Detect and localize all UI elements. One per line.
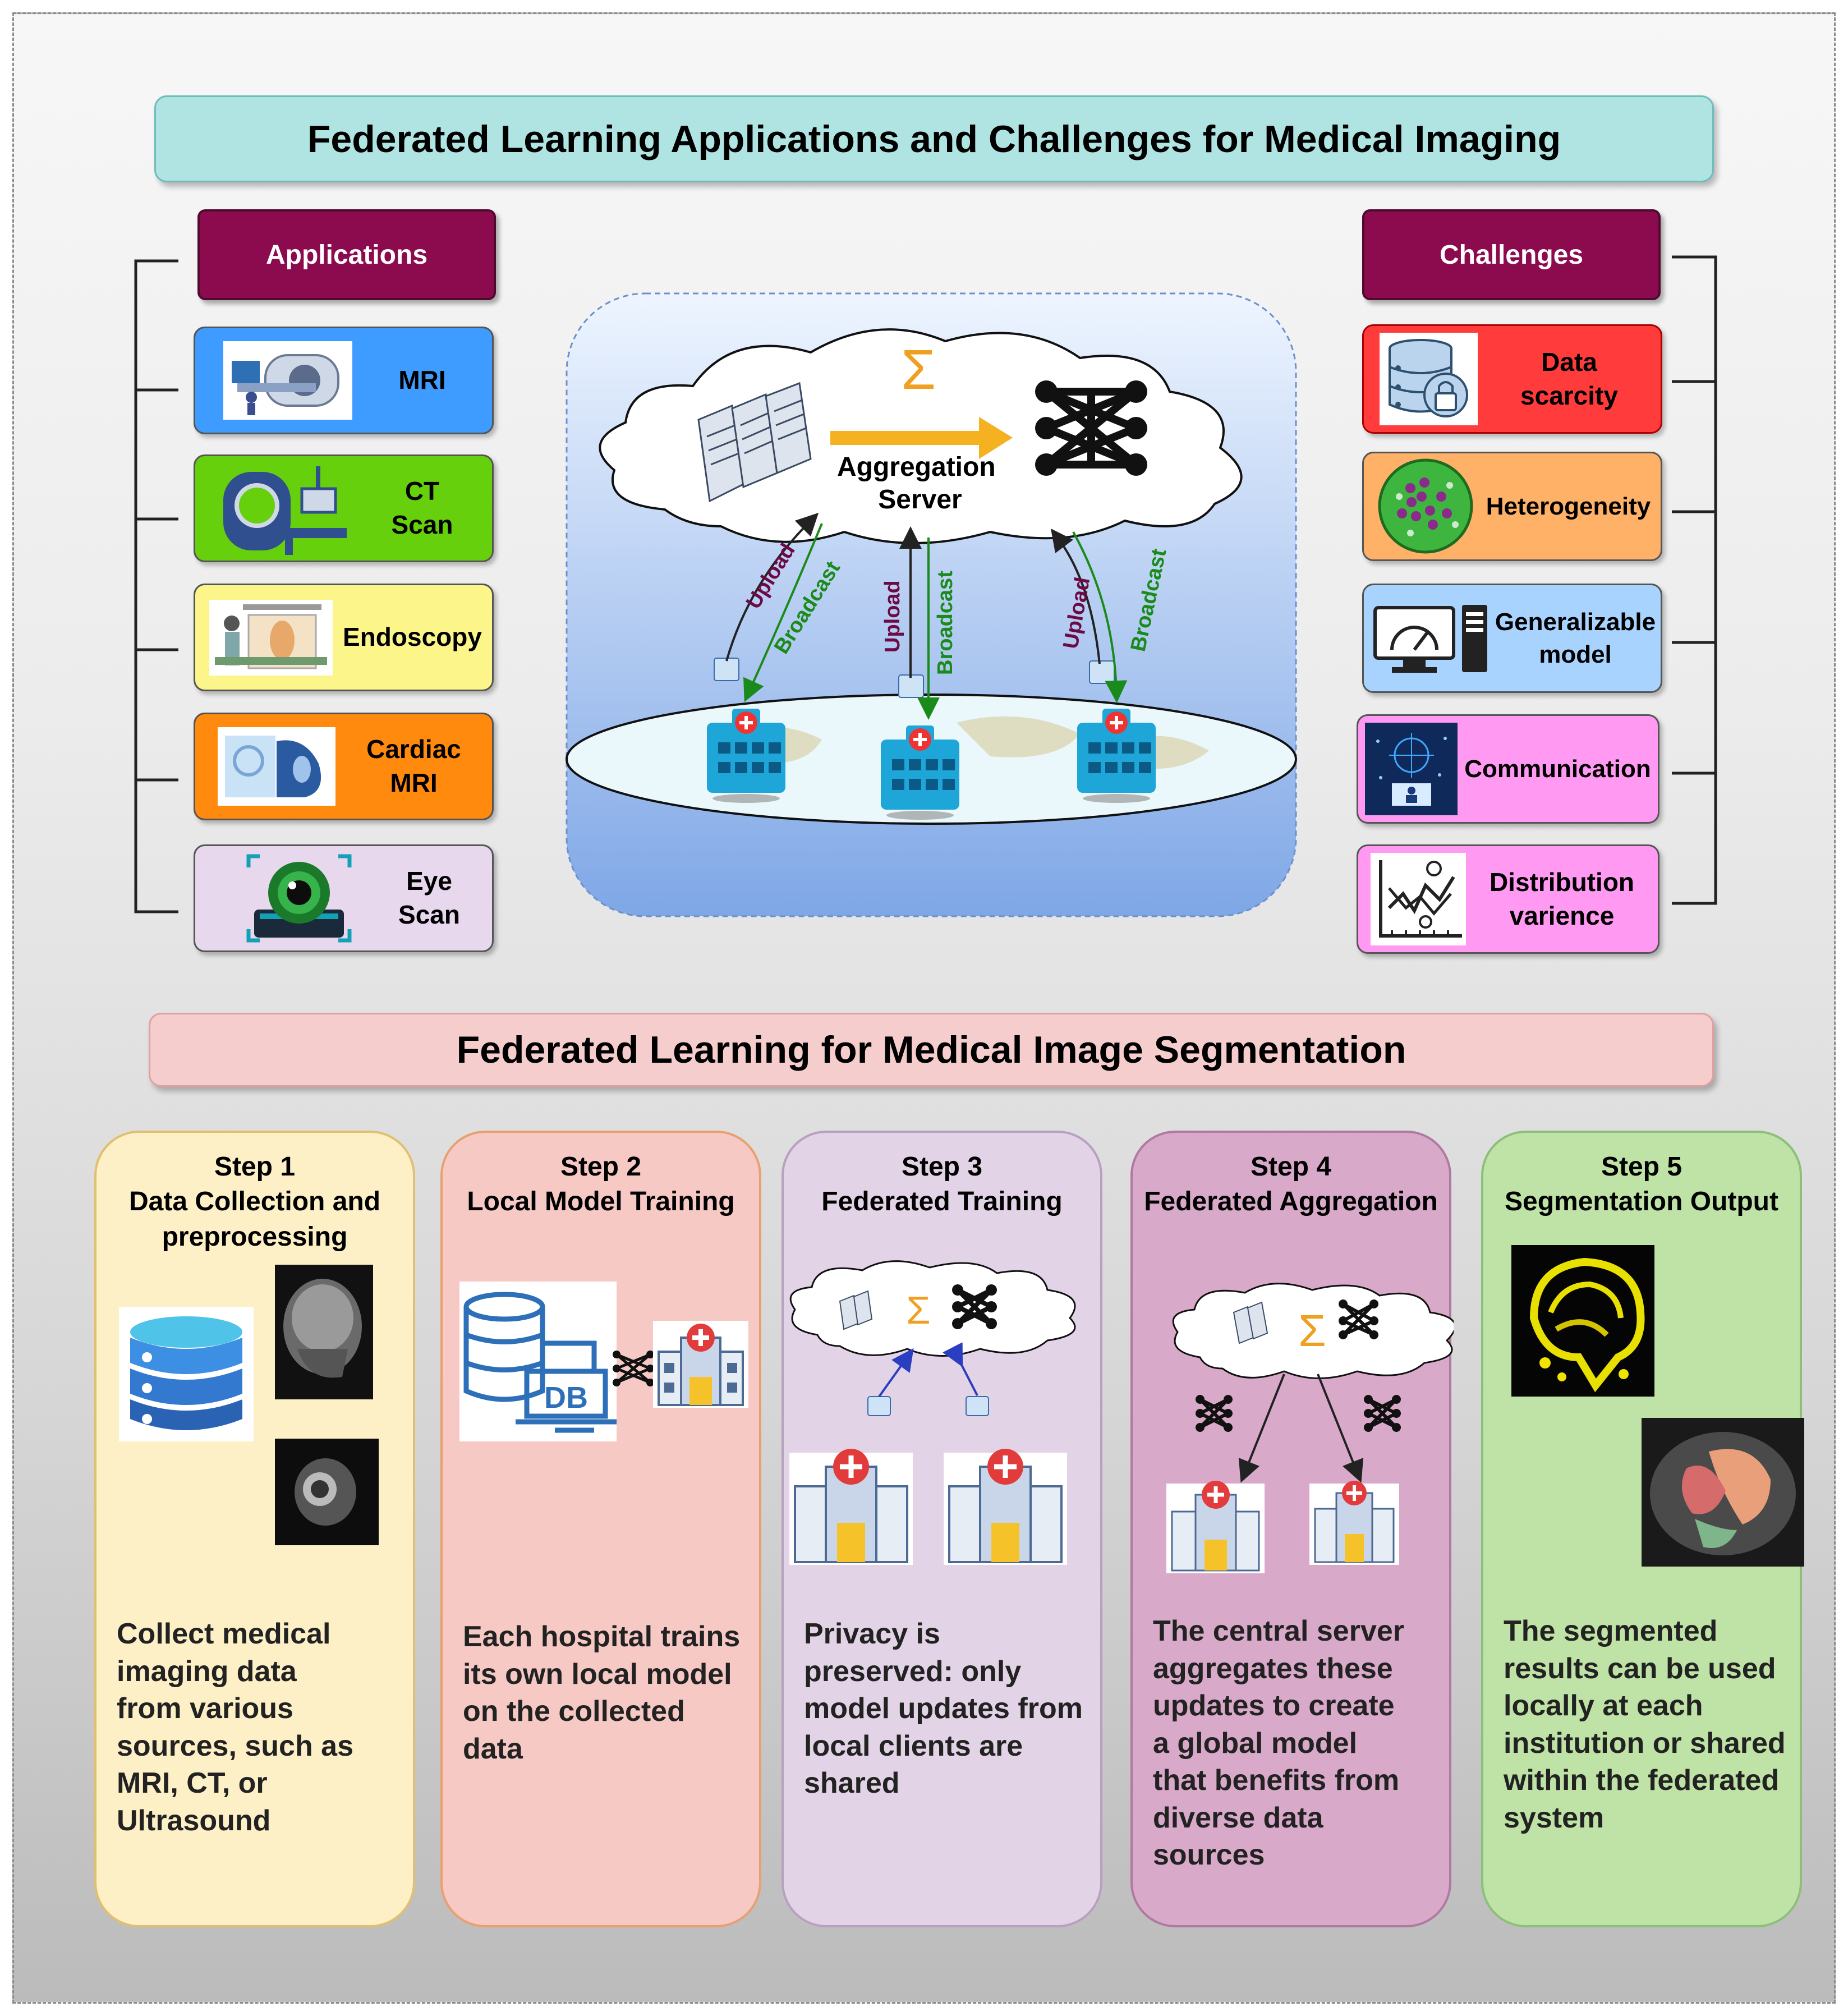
hospital-building-icon	[944, 1449, 1067, 1565]
hospital-building-icon	[1166, 1481, 1265, 1573]
challenge-label: Data scarcity	[1520, 347, 1618, 410]
step-3-card: Step 3 Federated Training Σ	[782, 1131, 1102, 1927]
server-rack-icon	[697, 382, 812, 503]
broadcast-label: Broadcast	[934, 571, 957, 675]
federated-aggregation-diagram: Σ	[1166, 1283, 1454, 1573]
database-lock-icon	[1380, 333, 1478, 425]
federated-training-diagram: Σ	[789, 1260, 1076, 1565]
hospital-icon-2	[881, 725, 959, 820]
application-label: Cardiac MRI	[366, 734, 461, 797]
mri-scanner-icon	[223, 341, 352, 420]
step-description: Privacy is preserved: only model updates…	[804, 1618, 1083, 1800]
step-title: Step 3 Federated Training	[821, 1152, 1063, 1217]
database-icon	[119, 1307, 254, 1441]
endoscopy-icon	[209, 599, 333, 676]
sigma-symbol: Σ	[906, 1288, 930, 1332]
applications-header: Applications	[197, 209, 496, 300]
step-title: Step 5 Segmentation Output	[1505, 1152, 1778, 1217]
step-5-card: Step 5 Segmentation Output The segmented…	[1481, 1131, 1804, 1927]
aggregation-server-label: Aggregation Server	[837, 452, 1003, 515]
sigma-symbol: Σ	[1298, 1306, 1326, 1356]
challenge-label: Generalizable model	[1495, 608, 1656, 668]
challenge-card-distribution-varience: Distribution varience	[1357, 844, 1659, 954]
upload-label: Upload	[881, 580, 904, 653]
application-label: Eye Scan	[398, 866, 460, 929]
model-update-icon	[714, 658, 1115, 698]
step-description: The central server aggregates these upda…	[1153, 1615, 1405, 1872]
challenge-label: Distribution varience	[1489, 867, 1635, 930]
segmented-brain-image	[1511, 1245, 1654, 1397]
challenge-card-heterogeneity: Heterogeneity	[1362, 452, 1662, 561]
step-2-card: Step 2 Local Model Training DB	[440, 1131, 761, 1927]
step-title: Step 2 Local Model Training	[467, 1152, 735, 1217]
step-description: The segmented results can be used locall…	[1504, 1615, 1786, 1834]
cardiac-mri-image	[275, 1439, 379, 1545]
hospital-building-icon	[789, 1449, 913, 1565]
challenge-label: Heterogeneity	[1486, 492, 1651, 520]
computer-gauge-icon	[1372, 596, 1490, 681]
step-1-card: Step 1 Data Collection and preprocessing…	[94, 1131, 415, 1927]
database-laptop-icon: DB	[459, 1282, 617, 1441]
cardiac-mri-icon	[218, 727, 335, 806]
communication-icon	[1365, 723, 1458, 815]
challenge-label: Communication	[1464, 755, 1651, 783]
application-card-cardiac-mri: Cardiac MRI	[194, 713, 494, 820]
hospital-building-icon	[1309, 1481, 1399, 1565]
server-label-line1: Aggregation	[837, 452, 996, 482]
application-label: MRI	[398, 365, 446, 395]
hospital-building-icon	[653, 1321, 748, 1408]
main-title-banner: Federated Learning Applications and Chal…	[154, 95, 1714, 182]
neural-network-icon	[613, 1351, 654, 1386]
sigma-symbol: Σ	[901, 338, 936, 401]
step-title: Step 1 Data Collection and preprocessing	[128, 1152, 381, 1252]
server-label-line2: Server	[878, 485, 962, 515]
application-card-eye-scan: Eye Scan	[194, 844, 494, 952]
challenge-card-communication: Communication	[1357, 714, 1659, 824]
heterogeneity-icon	[1375, 456, 1476, 557]
challenges-header: Challenges	[1362, 209, 1661, 300]
segmentation-title: Federated Learning for Medical Image Seg…	[456, 1028, 1406, 1071]
ct-scanner-icon	[218, 461, 352, 556]
eye-scan-icon	[232, 851, 366, 946]
db-label: DB	[544, 1381, 588, 1415]
hospital-icon-1	[707, 709, 785, 803]
application-label: CT Scan	[391, 476, 453, 539]
federated-center-diagram: Σ Aggregation Server	[566, 292, 1297, 917]
bracket-lines	[134, 255, 1717, 913]
step-description: Each hospital trains its own local model…	[463, 1620, 741, 1765]
brain-mri-image	[275, 1265, 373, 1399]
application-card-ct-scan: CT Scan	[194, 454, 494, 562]
orange-arrow	[830, 417, 1013, 459]
segmentation-title-banner: Federated Learning for Medical Image Seg…	[149, 1013, 1714, 1087]
step-title: Step 4 Federated Aggregation	[1144, 1152, 1438, 1217]
segmented-heart-image	[1642, 1418, 1804, 1567]
challenge-card-generalizable-model: Generalizable model	[1362, 584, 1662, 693]
application-card-mri: MRI	[194, 327, 494, 434]
main-title: Federated Learning Applications and Chal…	[307, 117, 1561, 160]
step-description: Collect medical imaging data from variou…	[117, 1618, 353, 1837]
neural-network-icon	[1042, 388, 1140, 469]
step-4-card: Step 4 Federated Aggregation Σ	[1130, 1131, 1454, 1927]
distribution-chart-icon	[1371, 853, 1466, 945]
hospital-icon-3	[1077, 709, 1156, 803]
application-label: Endoscopy	[343, 622, 482, 652]
application-card-endoscopy: Endoscopy	[194, 584, 494, 691]
challenge-card-data-scarcity: Data scarcity	[1362, 324, 1662, 434]
